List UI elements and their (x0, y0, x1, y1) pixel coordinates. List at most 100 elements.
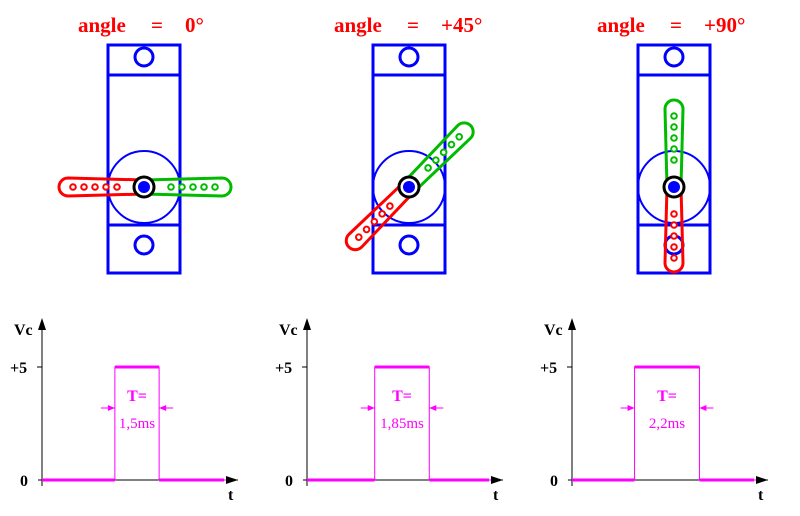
angle-title-45: angle = +45° (334, 13, 482, 37)
arm-hole-red (670, 254, 678, 262)
dim-arrow-left (627, 405, 635, 411)
level-zero-label: 0 (285, 473, 293, 490)
pulse-width-label: 1,85ms (380, 416, 424, 432)
panel-45deg: angle = +45° (334, 13, 482, 275)
arm-hole-green (432, 156, 440, 164)
hub-center (403, 181, 415, 193)
dim-arrow-left (107, 405, 115, 411)
angle-equals: = (407, 13, 419, 37)
servo-body (371, 43, 447, 275)
panel-0deg: angle = 0° (57, 13, 233, 275)
angle-word: angle (334, 13, 382, 37)
x-axis-arrow (756, 476, 768, 484)
dim-arrow-left (367, 405, 375, 411)
level-zero-label: 0 (20, 473, 28, 490)
x-axis-label: t (228, 487, 234, 504)
y-axis-arrow (38, 318, 46, 330)
hub-center (668, 181, 680, 193)
arm-hole-red (354, 233, 363, 242)
pulse-T-label: T= (392, 388, 412, 405)
arm-hole-green (670, 145, 678, 153)
servo-arm (57, 176, 233, 198)
arm-green-half (402, 121, 475, 194)
servo-90 (636, 43, 712, 275)
angle-equals: = (151, 13, 163, 37)
arm-hole-red (113, 183, 121, 191)
arm-hole-green (447, 140, 456, 149)
servo-arm (663, 98, 685, 274)
level-high-label: +5 (540, 360, 557, 377)
arm-hole-green (167, 183, 175, 191)
angle-word: angle (78, 13, 126, 37)
servo-45 (344, 43, 475, 275)
dim-arrow-right (699, 405, 707, 411)
servo-0 (57, 43, 233, 275)
panel-90deg: angle = +90° (597, 13, 745, 275)
arm-hole-green (200, 183, 208, 191)
arm-hole-green (211, 183, 219, 191)
angle-title-90: angle = +90° (597, 13, 745, 37)
arm-hole-red (670, 243, 678, 251)
servo-gear-circle (372, 150, 446, 224)
dim-arrow-right (159, 405, 167, 411)
level-high-label: +5 (275, 360, 292, 377)
arm-hole-red (102, 183, 110, 191)
y-axis-label: Vc (14, 322, 33, 339)
arm-hole-green (670, 123, 678, 131)
angle-title-0: angle = 0° (78, 13, 204, 37)
y-axis-label: Vc (279, 322, 298, 339)
arm-red-half (663, 186, 685, 274)
arm-hole-green (439, 148, 448, 157)
pulse-plot-90deg: Vc +5 0 t T= 2,2ms (540, 318, 768, 504)
x-axis-label: t (758, 487, 764, 504)
arm-hole-green (178, 183, 186, 191)
y-axis-label: Vc (544, 322, 563, 339)
arm-hole-red (362, 225, 371, 234)
arm-hole-green (670, 156, 678, 164)
pulse-plot-45deg: Vc +5 0 t T= 1,85ms (275, 318, 503, 504)
hub-center (138, 181, 150, 193)
x-axis-arrow (226, 476, 238, 484)
arm-hole-red (370, 217, 379, 226)
pulse-T-label: T= (127, 388, 147, 405)
mount-hole-bottom (398, 234, 420, 256)
arm-green-half (143, 176, 233, 198)
mount-hole-top (133, 46, 155, 68)
angle-value: +90° (704, 13, 745, 37)
arm-hole-red (378, 210, 386, 218)
arm-red-half (57, 176, 145, 198)
arm-hole-red (670, 232, 678, 240)
servo-body (106, 43, 182, 275)
arm-hole-red (386, 202, 394, 210)
y-axis-arrow (303, 318, 311, 330)
arm-hole-green (670, 134, 678, 142)
mount-hole-top (398, 46, 420, 68)
mount-hole-top (663, 46, 685, 68)
level-high-label: +5 (10, 360, 27, 377)
arm-hole-red (670, 221, 678, 229)
dim-arrow-right (429, 405, 437, 411)
x-axis-label: t (493, 487, 499, 504)
angle-value: 0° (185, 13, 204, 37)
arm-hole-red (80, 183, 88, 191)
arm-hole-red (91, 183, 99, 191)
y-axis-arrow (568, 318, 576, 330)
level-zero-label: 0 (550, 473, 558, 490)
mount-hole-bottom (133, 234, 155, 256)
pulse-width-label: 2,2ms (649, 416, 685, 432)
angle-word: angle (597, 13, 645, 37)
pulse-T-label: T= (657, 388, 677, 405)
pulse-width-label: 1,5ms (119, 416, 155, 432)
servo-arm (344, 121, 475, 252)
pulse-plot-0deg: Vc +5 0 t T= 1,5ms (10, 318, 238, 504)
angle-equals: = (670, 13, 682, 37)
arm-hole-red (69, 183, 77, 191)
arm-hole-green (455, 132, 464, 141)
arm-green-half (663, 98, 685, 188)
arm-hole-green (424, 164, 432, 172)
x-axis-arrow (491, 476, 503, 484)
angle-value: +45° (441, 13, 482, 37)
arm-hole-green (189, 183, 197, 191)
arm-red-half (344, 180, 416, 252)
